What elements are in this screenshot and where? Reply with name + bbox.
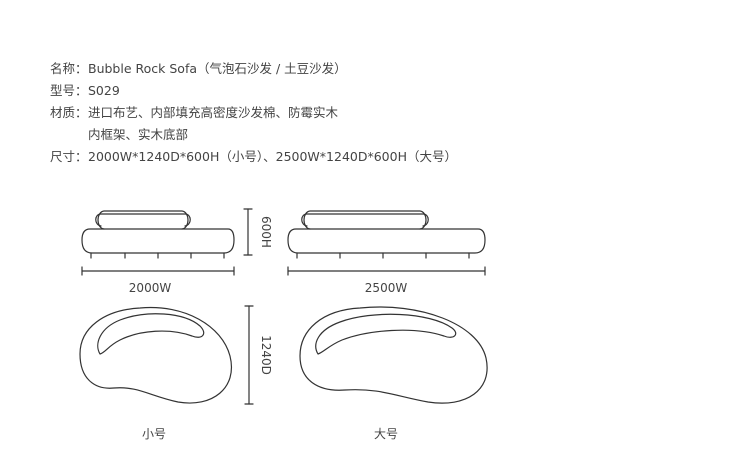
large-sofa-front-view [287, 210, 486, 259]
spec-name-label: 名称： [50, 61, 88, 76]
small-width-dimension [81, 266, 235, 276]
small-width-label: 2000W [129, 281, 172, 295]
depth-dimension [244, 305, 254, 405]
large-sofa-top-view [299, 306, 488, 404]
spec-model-row: 型号： S029 [50, 80, 457, 102]
spec-name-value: Bubble Rock Sofa（气泡石沙发 / 土豆沙发） [88, 61, 347, 76]
small-sofa-top-view [79, 306, 232, 404]
height-label: 600H [259, 216, 273, 248]
large-width-label: 2500W [365, 281, 408, 295]
spec-model-value: S029 [88, 83, 120, 98]
spec-size-label: 尺寸： [50, 149, 88, 164]
spec-material-label: 材质： [50, 105, 88, 120]
spec-material-row: 材质： 进口布艺、内部填充高密度沙发棉、防霉实木 [50, 102, 457, 124]
spec-material-value-line1: 进口布艺、内部填充高密度沙发棉、防霉实木 [88, 105, 339, 120]
spec-size-value: 2000W*1240D*600H（小号）、2500W*1240D*600H（大号… [88, 149, 457, 164]
spec-material-value-line2: 内框架、实木底部 [88, 127, 189, 142]
large-width-dimension [287, 266, 486, 276]
spec-name-row: 名称： Bubble Rock Sofa（气泡石沙发 / 土豆沙发） [50, 58, 457, 80]
height-dimension [243, 208, 253, 256]
spec-material-row-continued: 内框架、实木底部 [50, 124, 457, 146]
large-caption: 大号 [374, 427, 398, 441]
small-caption: 小号 [142, 427, 166, 441]
spec-size-row: 尺寸： 2000W*1240D*600H（小号）、2500W*1240D*600… [50, 146, 457, 168]
small-sofa-front-view [81, 210, 235, 259]
spec-model-label: 型号： [50, 83, 88, 98]
depth-label: 1240D [259, 335, 273, 375]
spec-list: 名称： Bubble Rock Sofa（气泡石沙发 / 土豆沙发） 型号： S… [50, 58, 457, 168]
